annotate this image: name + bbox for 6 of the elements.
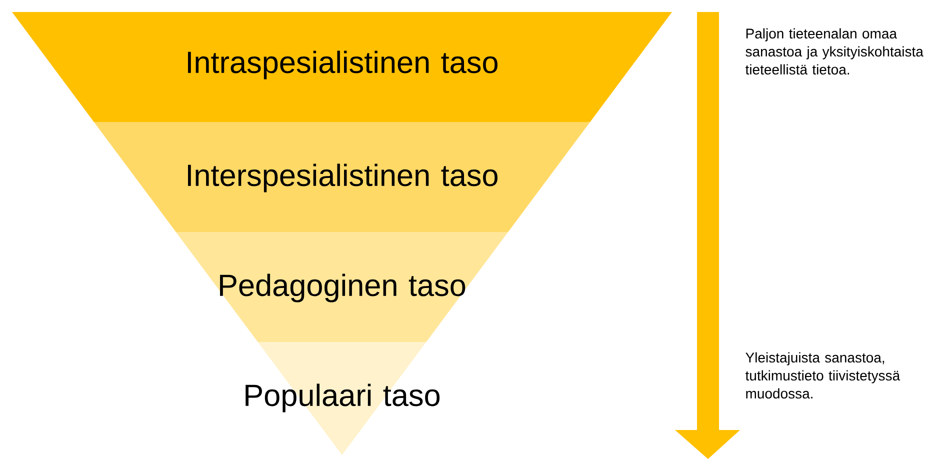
level-band: Interspesialistinen taso <box>94 122 590 232</box>
level-band: Pedagoginen taso <box>176 232 508 342</box>
level-band: Intraspesialistinen taso <box>12 12 672 122</box>
level-band: Populaari taso <box>246 342 440 455</box>
note-text: Yleistajuista sanastoa, tutkimustieto tiivistetyssä muodossa. <box>745 352 900 399</box>
note-text: Paljon tieteenalan omaa sanastoa ja yksityiskohtaista tieteellistä tietoa. <box>745 28 924 75</box>
